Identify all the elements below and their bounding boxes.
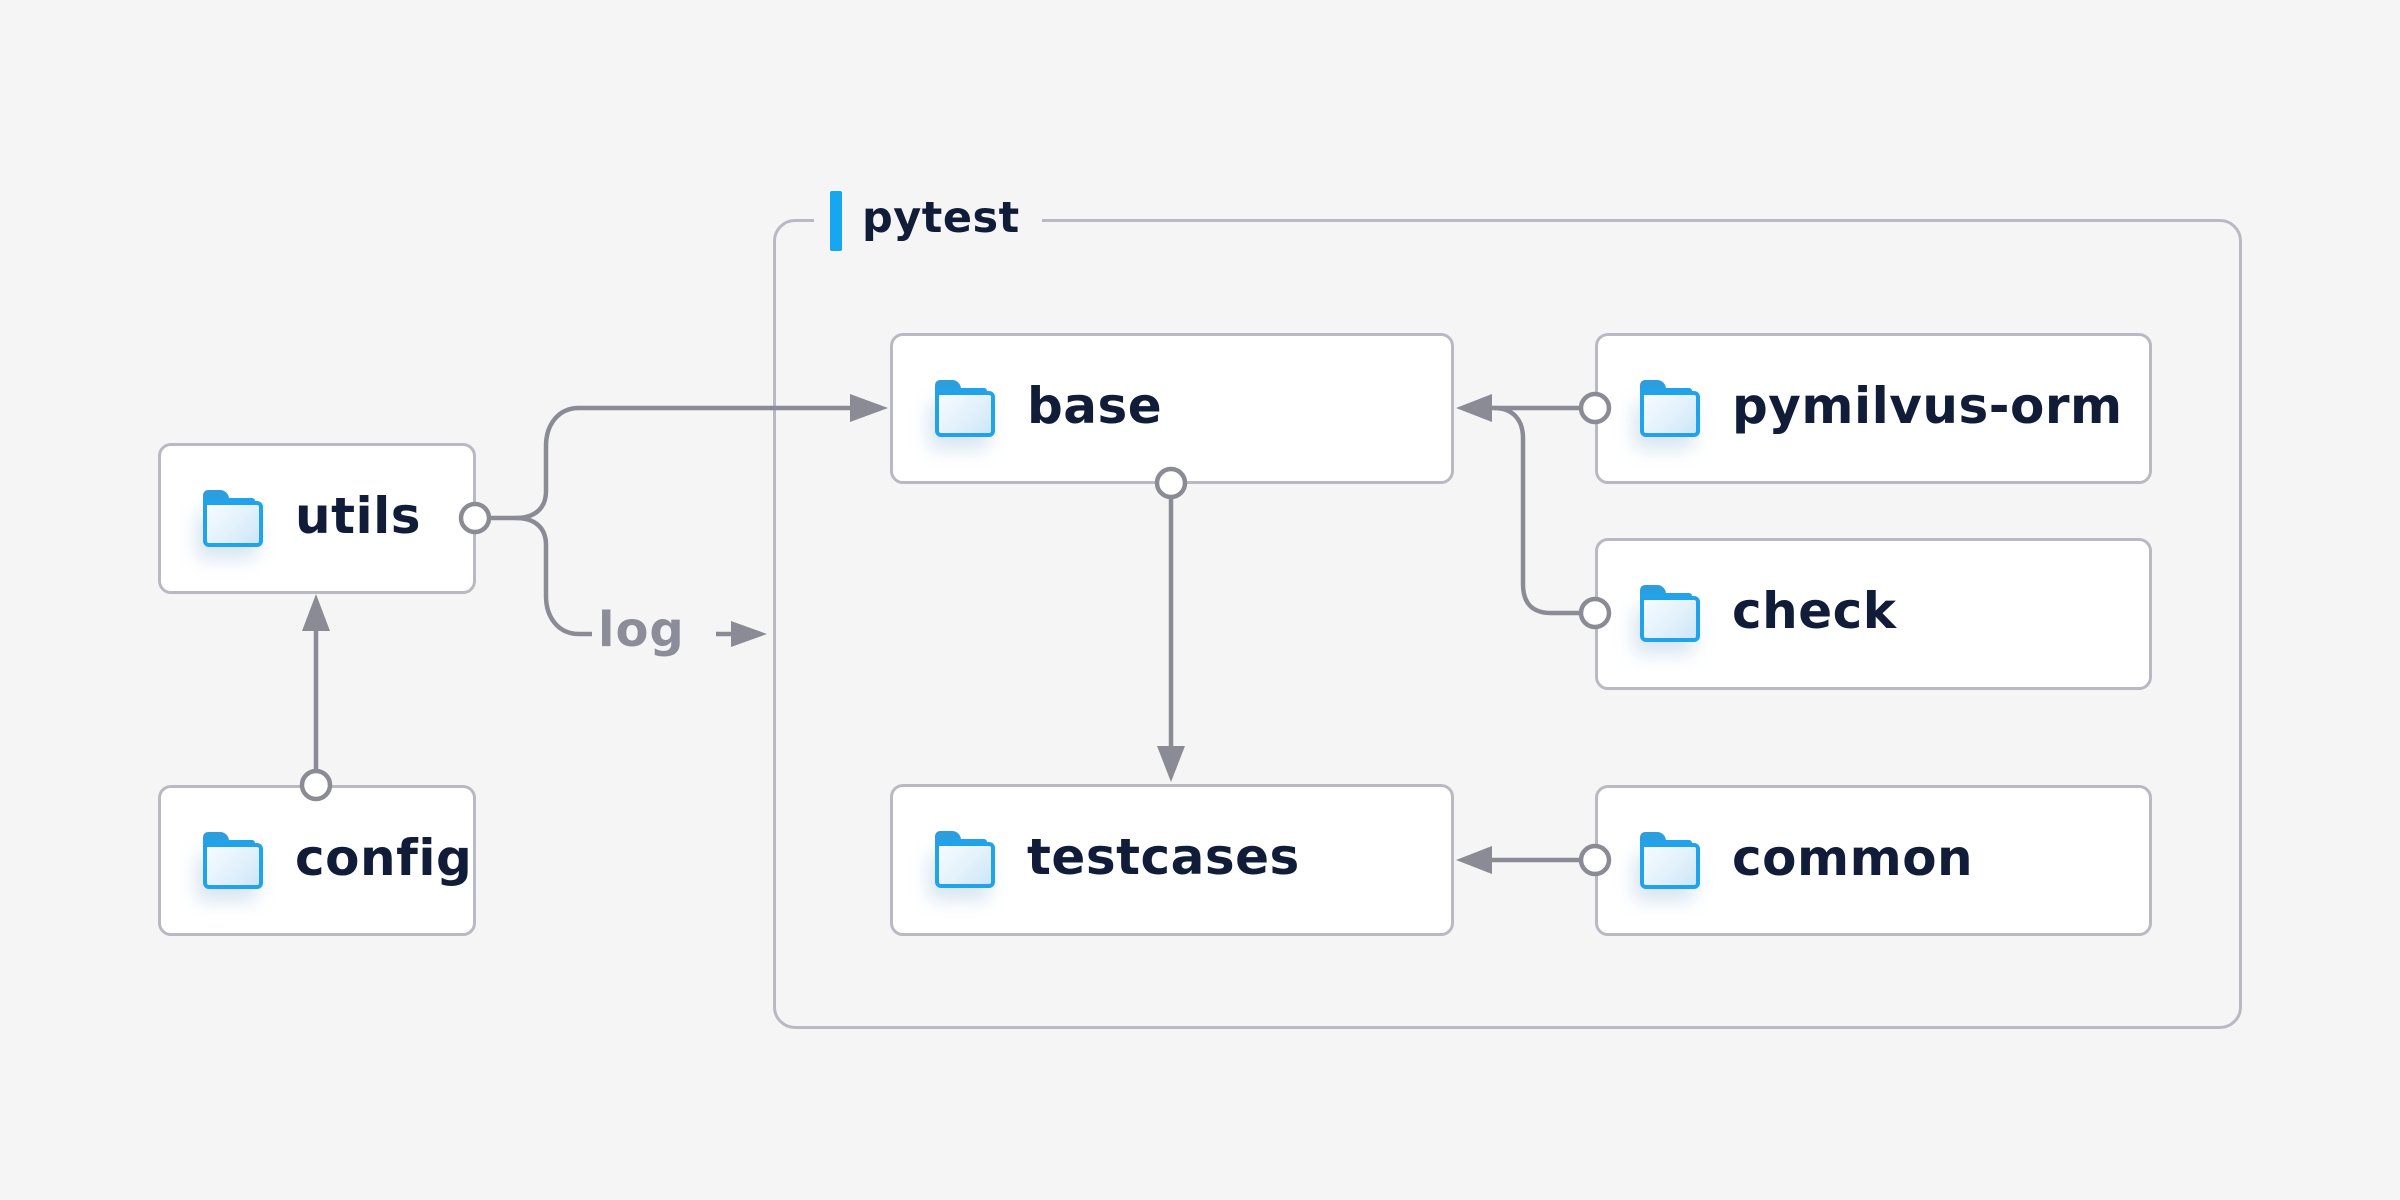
node-common-label: common — [1732, 828, 1974, 887]
node-base: base — [890, 333, 1454, 484]
node-config-label: config — [295, 828, 473, 887]
node-common: common — [1595, 785, 2152, 936]
node-testcases-label: testcases — [1027, 828, 1300, 886]
pytest-group-label: pytest — [814, 188, 1042, 254]
node-testcases: testcases — [890, 784, 1454, 936]
node-pymilvus-orm-label: pymilvus-orm — [1732, 376, 2123, 435]
folder-icon — [935, 831, 995, 888]
node-utils-label: utils — [295, 486, 422, 545]
folder-icon — [1640, 585, 1700, 642]
pytest-group-title: pytest — [862, 192, 1020, 243]
node-pymilvus-orm: pymilvus-orm — [1595, 333, 2152, 484]
folder-icon — [935, 379, 995, 437]
folder-icon — [203, 489, 263, 547]
node-base-label: base — [1027, 376, 1163, 435]
node-check-label: check — [1732, 582, 1897, 640]
node-utils: utils — [158, 443, 476, 594]
node-config: config — [158, 785, 476, 936]
edge-label-log: log — [598, 602, 685, 658]
folder-icon — [1640, 379, 1700, 437]
folder-icon — [1640, 831, 1700, 889]
pytest-group-container: pytest — [773, 188, 2242, 1029]
edge-config-to-utils — [299, 594, 333, 802]
folder-icon — [203, 831, 263, 889]
accent-bar-icon — [830, 191, 842, 251]
node-check: check — [1595, 538, 2152, 690]
